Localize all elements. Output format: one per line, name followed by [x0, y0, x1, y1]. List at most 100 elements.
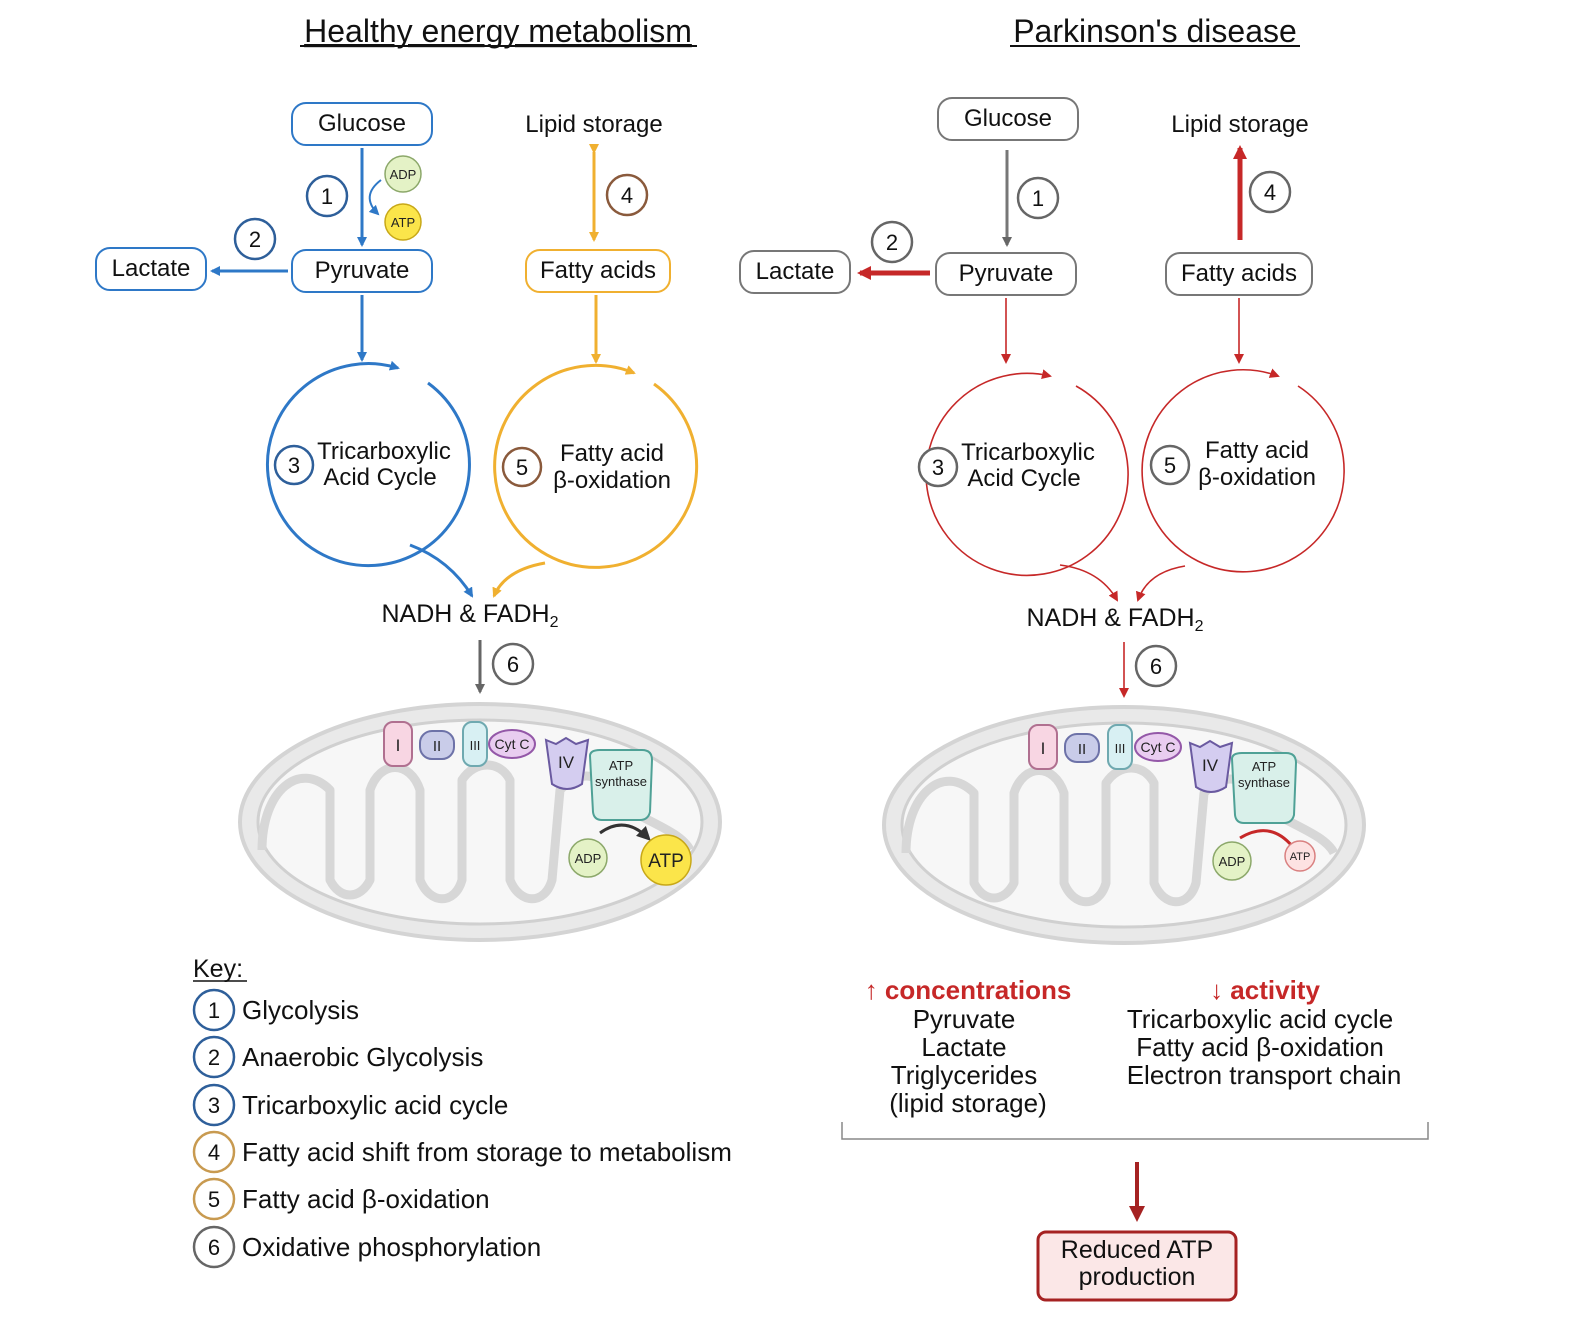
outcome-box: Reduced ATP production — [1036, 1230, 1238, 1302]
svg-text:Anaerobic Glycolysis: Anaerobic Glycolysis — [242, 1042, 483, 1072]
pd-pyruvate-label: Pyruvate — [959, 260, 1054, 287]
pd-atp-synthase-1: ATP — [1252, 759, 1276, 774]
key-item-glycolysis: 1 Glycolysis — [192, 988, 359, 1032]
healthy-mito-adp: ADP — [575, 851, 602, 866]
pd-tca-cycle: 3 Tricarboxylic Acid Cycle — [917, 369, 1129, 602]
svg-text:4: 4 — [621, 183, 633, 208]
healthy-lactate-label: Lactate — [112, 255, 191, 282]
pd-mito-atp: ATP — [1290, 851, 1311, 863]
pd-fao-label-1: Fatty acid — [1205, 437, 1309, 464]
svg-text:1: 1 — [321, 184, 333, 209]
healthy-complex-iv: IV — [558, 753, 575, 772]
healthy-tca-cycle: 3 Tricarboxylic Acid Cycle — [266, 360, 474, 598]
key-title: Key: — [193, 955, 243, 983]
healthy-atp-synthase-2: synthase — [595, 774, 647, 789]
concentration-item: Lactate — [921, 1032, 1006, 1062]
svg-text:2: 2 — [249, 227, 261, 252]
pd-fao-label-2: β-oxidation — [1198, 464, 1316, 491]
healthy-complex-iii: III — [470, 738, 481, 753]
concentration-item: Pyruvate — [913, 1004, 1016, 1034]
svg-text:Tricarboxylic acid cycle: Tricarboxylic acid cycle — [242, 1090, 508, 1120]
pd-atp-synthase-2: synthase — [1238, 775, 1290, 790]
svg-text:6: 6 — [1150, 654, 1162, 679]
svg-text:Glycolysis: Glycolysis — [242, 995, 359, 1025]
pd-complex-iii: III — [1115, 741, 1126, 756]
svg-text:Fatty acid β-oxidation: Fatty acid β-oxidation — [242, 1184, 490, 1214]
parkinsons-panel: Parkinson's disease Glucose Pyruvate Lac… — [739, 13, 1366, 945]
svg-text:3: 3 — [208, 1093, 220, 1118]
pd-lactate-node: Lactate — [739, 250, 851, 294]
healthy-fatty-acids-node: Fatty acids — [525, 249, 671, 293]
pd-complex-iv: IV — [1202, 756, 1219, 775]
svg-text:1: 1 — [208, 998, 220, 1023]
pd-complex-i: I — [1041, 739, 1046, 758]
key-item-fatty-acid-shift: 4 Fatty acid shift from storage to metab… — [192, 1130, 732, 1174]
svg-text:Fatty acid shift from storage: Fatty acid shift from storage to metabol… — [242, 1137, 732, 1167]
key-legend: Key: 1 Glycolysis 2 Anaerobic Glycolysis… — [192, 955, 732, 1269]
healthy-step-6-badge: 6 — [491, 642, 535, 686]
key-item-anaerobic-glycolysis: 2 Anaerobic Glycolysis — [192, 1035, 483, 1079]
pd-fao-cycle: 5 Fatty acid β-oxidation — [1135, 368, 1345, 602]
summary-bracket — [841, 1122, 1429, 1140]
pd-mito-adp: ADP — [1219, 854, 1246, 869]
svg-text:6: 6 — [507, 652, 519, 677]
svg-text:5: 5 — [208, 1187, 220, 1212]
pd-complex-ii: II — [1078, 741, 1086, 758]
pd-lipid-storage-label: Lipid storage — [1171, 111, 1308, 138]
svg-text:2: 2 — [208, 1045, 220, 1070]
healthy-fao-label-2: β-oxidation — [553, 467, 671, 494]
svg-text:4: 4 — [208, 1140, 220, 1165]
pd-fatty-acids-label: Fatty acids — [1181, 260, 1297, 287]
pd-fatty-acids-node: Fatty acids — [1165, 252, 1313, 296]
pd-glucose-label: Glucose — [964, 105, 1052, 132]
pd-nadh-label: NADH & FADH2 — [1027, 604, 1204, 635]
healthy-title: Healthy energy metabolism — [304, 13, 692, 49]
svg-text:2: 2 — [886, 230, 898, 255]
healthy-fao-cycle: 5 Fatty acid β-oxidation — [492, 363, 699, 598]
healthy-atp-synthase-1: ATP — [609, 758, 633, 773]
activity-heading: ↓ activity — [1210, 975, 1320, 1005]
pd-lactate-label: Lactate — [756, 258, 835, 285]
activity-item: Fatty acid β-oxidation — [1136, 1032, 1384, 1062]
pd-mitochondrion: I II III Cyt C IV ATP synthase ADP ATP — [882, 705, 1366, 945]
healthy-pyruvate-label: Pyruvate — [315, 257, 410, 284]
pd-pyruvate-node: Pyruvate — [935, 252, 1077, 296]
pd-tca-label-1: Tricarboxylic — [961, 439, 1095, 466]
healthy-glucose-node: Glucose — [291, 102, 433, 146]
healthy-adp-icon: ADP — [384, 155, 422, 193]
pd-glucose-node: Glucose — [937, 97, 1079, 141]
pd-cyt-c: Cyt C — [1141, 739, 1176, 755]
parkinsons-title: Parkinson's disease — [1013, 13, 1297, 49]
healthy-adp-label: ADP — [390, 167, 417, 182]
pd-step-3-badge: 3 — [932, 455, 944, 480]
key-item-beta-oxidation: 5 Fatty acid β-oxidation — [192, 1177, 490, 1221]
healthy-nadh-label: NADH & FADH2 — [382, 600, 559, 631]
concentration-item: Triglycerides — [891, 1060, 1037, 1090]
activity-item: Electron transport chain — [1127, 1060, 1402, 1090]
concentration-item: (lipid storage) — [889, 1088, 1047, 1118]
healthy-glucose-label: Glucose — [318, 110, 406, 137]
healthy-step-5-badge: 5 — [516, 455, 528, 480]
outcome-label-1: Reduced ATP — [1061, 1236, 1213, 1264]
healthy-step-3-badge: 3 — [288, 453, 300, 478]
concentrations-heading: ↑ concentrations — [865, 975, 1072, 1005]
svg-text:1: 1 — [1032, 186, 1044, 211]
activity-item: Tricarboxylic acid cycle — [1127, 1004, 1393, 1034]
healthy-step-2-badge: 2 — [233, 217, 277, 261]
pd-summary: ↑ concentrations Pyruvate Lactate Trigly… — [841, 975, 1429, 1302]
healthy-lipid-storage-label: Lipid storage — [525, 111, 662, 138]
healthy-pyruvate-node: Pyruvate — [291, 249, 433, 293]
healthy-fatty-acids-label: Fatty acids — [540, 257, 656, 284]
healthy-panel: Healthy energy metabolism Glucose Pyruva… — [95, 13, 722, 942]
healthy-fao-label-1: Fatty acid — [560, 440, 664, 467]
pd-step-2-badge: 2 — [870, 220, 914, 264]
svg-text:Oxidative phosphorylation: Oxidative phosphorylation — [242, 1232, 541, 1262]
healthy-tca-label-1: Tricarboxylic — [317, 438, 451, 465]
healthy-cyt-c: Cyt C — [495, 736, 530, 752]
pd-step-4-badge: 4 — [1248, 170, 1292, 214]
pd-step-1-badge: 1 — [1016, 176, 1060, 220]
svg-text:6: 6 — [208, 1235, 220, 1260]
healthy-atp-icon: ATP — [384, 203, 422, 241]
healthy-atp-label: ATP — [391, 215, 415, 230]
key-item-oxidative-phosphorylation: 6 Oxidative phosphorylation — [192, 1225, 541, 1269]
